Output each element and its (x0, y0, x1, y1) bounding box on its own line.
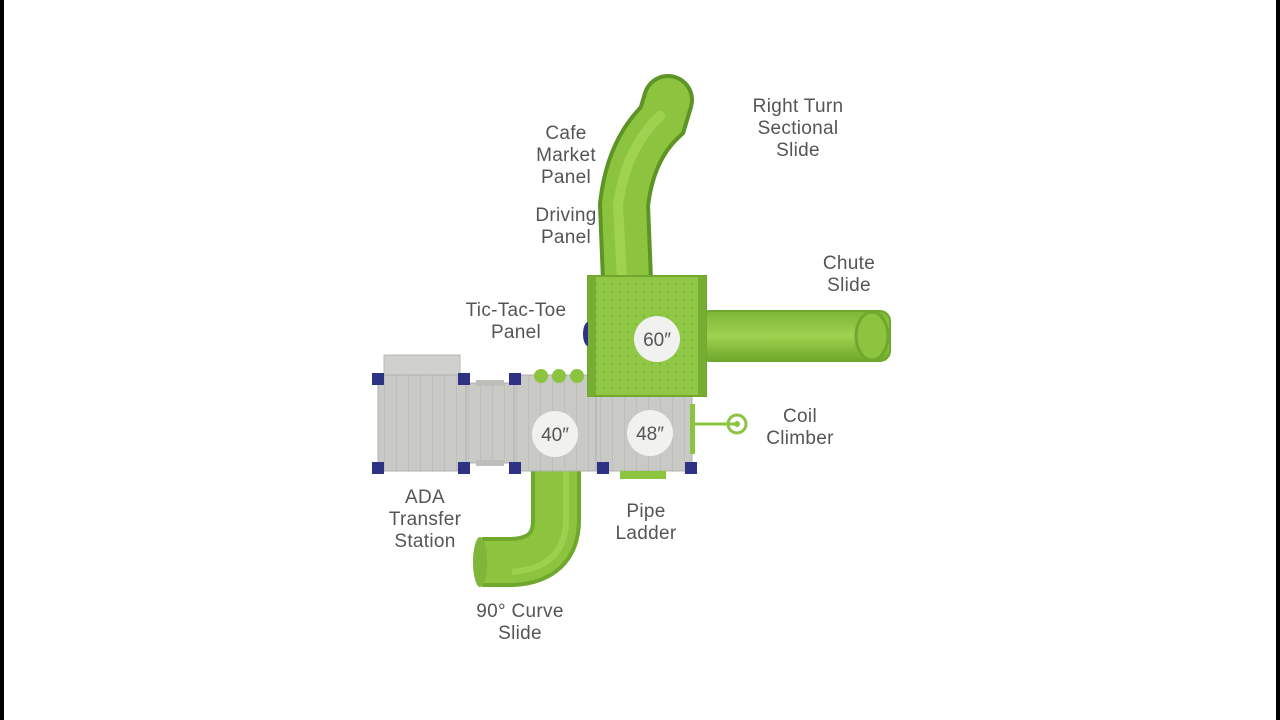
deck-60 (583, 275, 707, 397)
label-tic-tac-toe-panel: Tic-Tac-Toe Panel (450, 300, 582, 344)
label-line: 90° Curve (476, 601, 564, 622)
label-line: Station (394, 531, 456, 552)
label-line: Slide (498, 623, 542, 644)
label-coil-climber: Coil Climber (752, 406, 848, 450)
label-line: Right Turn (752, 96, 844, 117)
right-frame-edge (1276, 0, 1280, 720)
label-line: Slide (827, 275, 871, 296)
label-cafe-market-panel: Cafe Market Panel (516, 123, 616, 189)
height-badge-60-text: 60″ (643, 330, 671, 351)
label-line: Pipe (626, 501, 666, 522)
label-line: ADA (405, 487, 445, 508)
label-chute-slide: Chute Slide (804, 253, 894, 297)
label-curve-slide: 90° Curve Slide (456, 601, 584, 645)
label-line: Coil (783, 406, 817, 427)
label-ada-transfer-station: ADA Transfer Station (374, 487, 476, 553)
curve-slide (473, 470, 581, 587)
label-line: Panel (540, 227, 592, 248)
label-line: Ladder (615, 523, 677, 544)
support-posts (372, 373, 697, 474)
left-frame-edge (0, 0, 4, 720)
height-badge-48-text: 48″ (636, 424, 664, 445)
label-line: Driving (535, 205, 597, 226)
label-line: Cafe (545, 123, 587, 144)
deck-40 (513, 369, 601, 472)
label-pipe-ladder: Pipe Ladder (600, 501, 692, 545)
ada-transfer-station (377, 354, 515, 472)
height-badge-60: 60″ (634, 316, 680, 362)
label-line: Climber (766, 428, 834, 449)
height-badge-48: 48″ (627, 410, 673, 456)
label-driving-panel: Driving Panel (516, 205, 616, 249)
chute-slide (699, 310, 891, 362)
label-line: Tic-Tac-Toe (465, 300, 567, 321)
label-line: Panel (490, 322, 542, 343)
height-badge-40-text: 40″ (541, 425, 569, 446)
height-badge-40: 40″ (532, 411, 578, 457)
label-line: Market (536, 145, 596, 166)
label-line: Sectional (757, 118, 839, 139)
right-turn-sectional-slide (597, 74, 694, 306)
coil-climber (690, 404, 748, 454)
label-line: Slide (776, 140, 820, 161)
label-line: Chute (822, 253, 876, 274)
label-right-turn-sectional-slide: Right Turn Sectional Slide (738, 96, 858, 162)
label-line: Transfer (388, 509, 462, 530)
label-line: Panel (540, 167, 592, 188)
